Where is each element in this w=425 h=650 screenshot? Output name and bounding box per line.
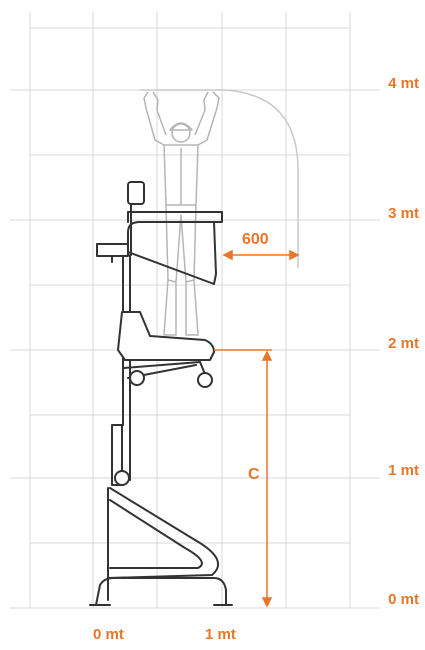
side-tray <box>96 243 129 257</box>
guard-rail <box>127 211 223 285</box>
deck-wheel <box>197 372 213 388</box>
deck-wheel <box>129 370 145 386</box>
height-dimension-label: C <box>248 466 260 483</box>
mobile-work-platform-icon <box>89 181 233 606</box>
x-axis-label-0mt: 0 mt <box>93 626 124 643</box>
base-frame <box>107 487 220 579</box>
reach-dimension-label: 600 <box>242 231 269 248</box>
reach-dimension <box>222 249 300 261</box>
height-dimension <box>214 349 273 608</box>
y-axis-label-2mt: 2 mt <box>388 335 419 352</box>
grid <box>10 12 380 609</box>
y-axis-label-1mt: 1 mt <box>388 462 419 479</box>
worker-arms-raised-icon <box>143 91 220 336</box>
y-axis-label-3mt: 3 mt <box>388 205 419 222</box>
control-box <box>127 181 145 205</box>
mast-wheel <box>114 470 130 486</box>
platform-deck <box>117 311 215 361</box>
working-envelope <box>140 89 299 268</box>
mast <box>111 424 123 486</box>
x-axis-label-1mt: 1 mt <box>205 626 236 643</box>
y-axis-label-4mt: 4 mt <box>388 75 419 92</box>
y-axis-label-0mt: 0 mt <box>388 591 419 608</box>
